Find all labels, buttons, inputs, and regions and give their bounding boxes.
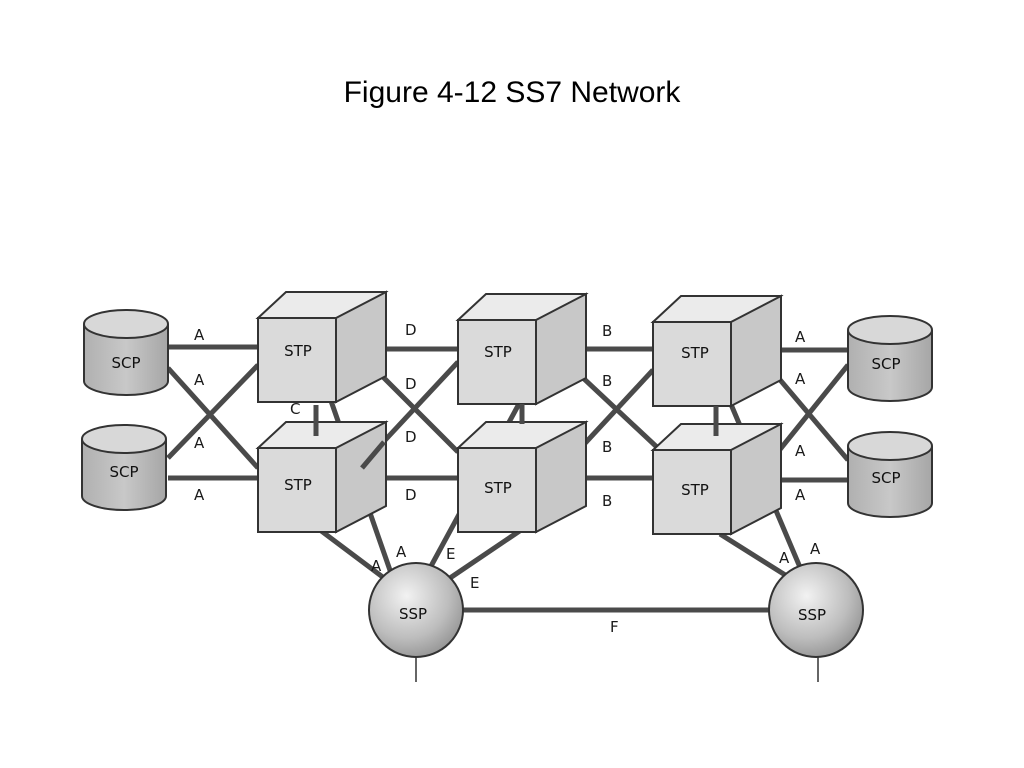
link-stp2-ssp1 xyxy=(318,528,386,580)
stp-node: STP xyxy=(650,422,784,536)
stp-label: STP xyxy=(681,481,709,499)
link-label-d: D xyxy=(405,375,417,393)
figure-title: Figure 4-12 SS7 Network xyxy=(343,76,681,109)
stp-label: STP xyxy=(484,343,512,361)
scp-node: SCP xyxy=(847,431,933,518)
scp-label: SCP xyxy=(871,355,900,373)
scp-node: SCP xyxy=(83,309,169,396)
stp-node: STP xyxy=(455,420,589,534)
link-label-c: C xyxy=(290,400,300,418)
link-label-d: D xyxy=(405,428,417,446)
link-label-a: A xyxy=(396,543,407,561)
link-overlays xyxy=(313,404,719,470)
scp-label: SCP xyxy=(871,469,900,487)
link-labels: A A A A C D D D D B B B B A A A A A A E … xyxy=(194,321,821,636)
stp-node: STP xyxy=(255,420,389,534)
link-label-b: B xyxy=(602,438,612,456)
ssp-label: SSP xyxy=(798,606,826,624)
link-stp6-ssp1 xyxy=(448,525,526,581)
link-label-b: B xyxy=(602,322,612,340)
stp-label: STP xyxy=(284,342,312,360)
link-scp1-stp2 xyxy=(166,366,260,470)
ssp-label: SSP xyxy=(399,605,427,623)
link-label-a: A xyxy=(194,434,205,452)
stp-label: STP xyxy=(284,476,312,494)
link-label-e: E xyxy=(470,574,479,592)
link-label-f: F xyxy=(610,618,619,636)
scp-node: SCP xyxy=(81,424,167,511)
link-label-a: A xyxy=(194,326,205,344)
link-label-e: E xyxy=(446,545,455,563)
link-label-a: A xyxy=(795,328,806,346)
stp-label: STP xyxy=(484,479,512,497)
stp-node: STP xyxy=(255,290,389,404)
ssp-node: SSP xyxy=(768,562,864,658)
link-label-a: A xyxy=(795,486,806,504)
stp-node: STP xyxy=(455,292,589,406)
scp-node: SCP xyxy=(847,315,933,402)
stp-label: STP xyxy=(681,344,709,362)
link-stp4-ssp2 xyxy=(718,531,792,581)
link-label-d: D xyxy=(405,486,417,504)
link-label-a: A xyxy=(779,549,790,567)
link-label-a: A xyxy=(194,371,205,389)
link-label-a: A xyxy=(795,442,806,460)
link-label-a: A xyxy=(795,370,806,388)
scp-label: SCP xyxy=(109,463,138,481)
link-scp2-stp1 xyxy=(166,363,260,460)
stp-node: STP xyxy=(650,294,784,408)
scp-label: SCP xyxy=(111,354,140,372)
link-label-a: A xyxy=(810,540,821,558)
link-label-a: A xyxy=(371,557,382,575)
ssp-node: SSP xyxy=(368,562,464,658)
link-label-b: B xyxy=(602,492,612,510)
link-label-d: D xyxy=(405,321,417,339)
link-label-b: B xyxy=(602,372,612,390)
link-label-a: A xyxy=(194,486,205,504)
